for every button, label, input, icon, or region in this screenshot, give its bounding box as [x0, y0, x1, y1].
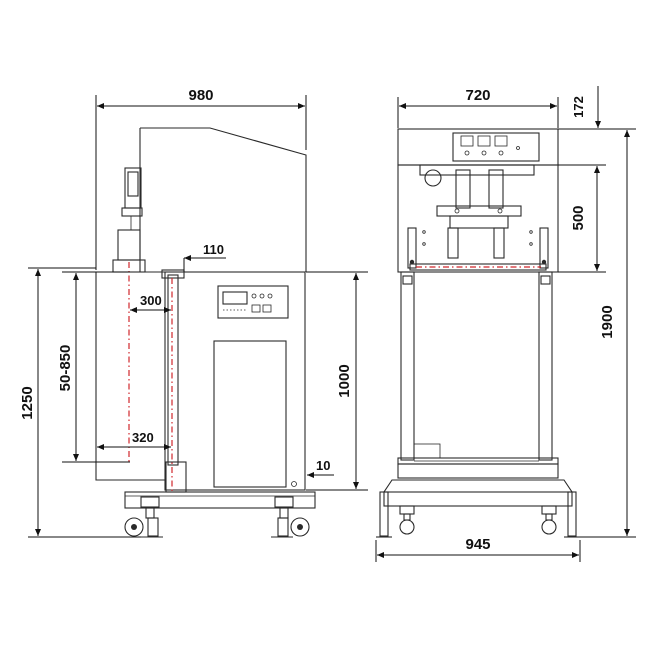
dim-front-top: 172 [571, 96, 586, 118]
dim-side-stroke: 50-850 [57, 345, 74, 392]
caster-left [124, 496, 163, 538]
front-caster-left [376, 491, 415, 538]
dim-side-clearance: 10 [316, 458, 330, 473]
dim-front-base-width: 945 [465, 536, 490, 553]
side-view: 980 110 300 50-850 1250 320 1000 10 [19, 87, 368, 538]
dim-side-reach: 300 [140, 293, 162, 308]
dim-front-width: 720 [465, 87, 490, 104]
dim-side-head-offset: 110 [203, 242, 224, 257]
dim-side-height: 1250 [19, 386, 36, 419]
dim-side-table-height: 1000 [336, 364, 353, 397]
front-caster-right [541, 491, 580, 538]
front-view: 720 172 500 1900 945 [375, 86, 636, 562]
dim-side-width: 980 [188, 87, 213, 104]
caster-right [271, 496, 310, 538]
dim-front-head-height: 500 [570, 205, 587, 230]
dim-front-total-height: 1900 [599, 305, 616, 338]
dim-side-low-reach: 320 [132, 430, 154, 445]
